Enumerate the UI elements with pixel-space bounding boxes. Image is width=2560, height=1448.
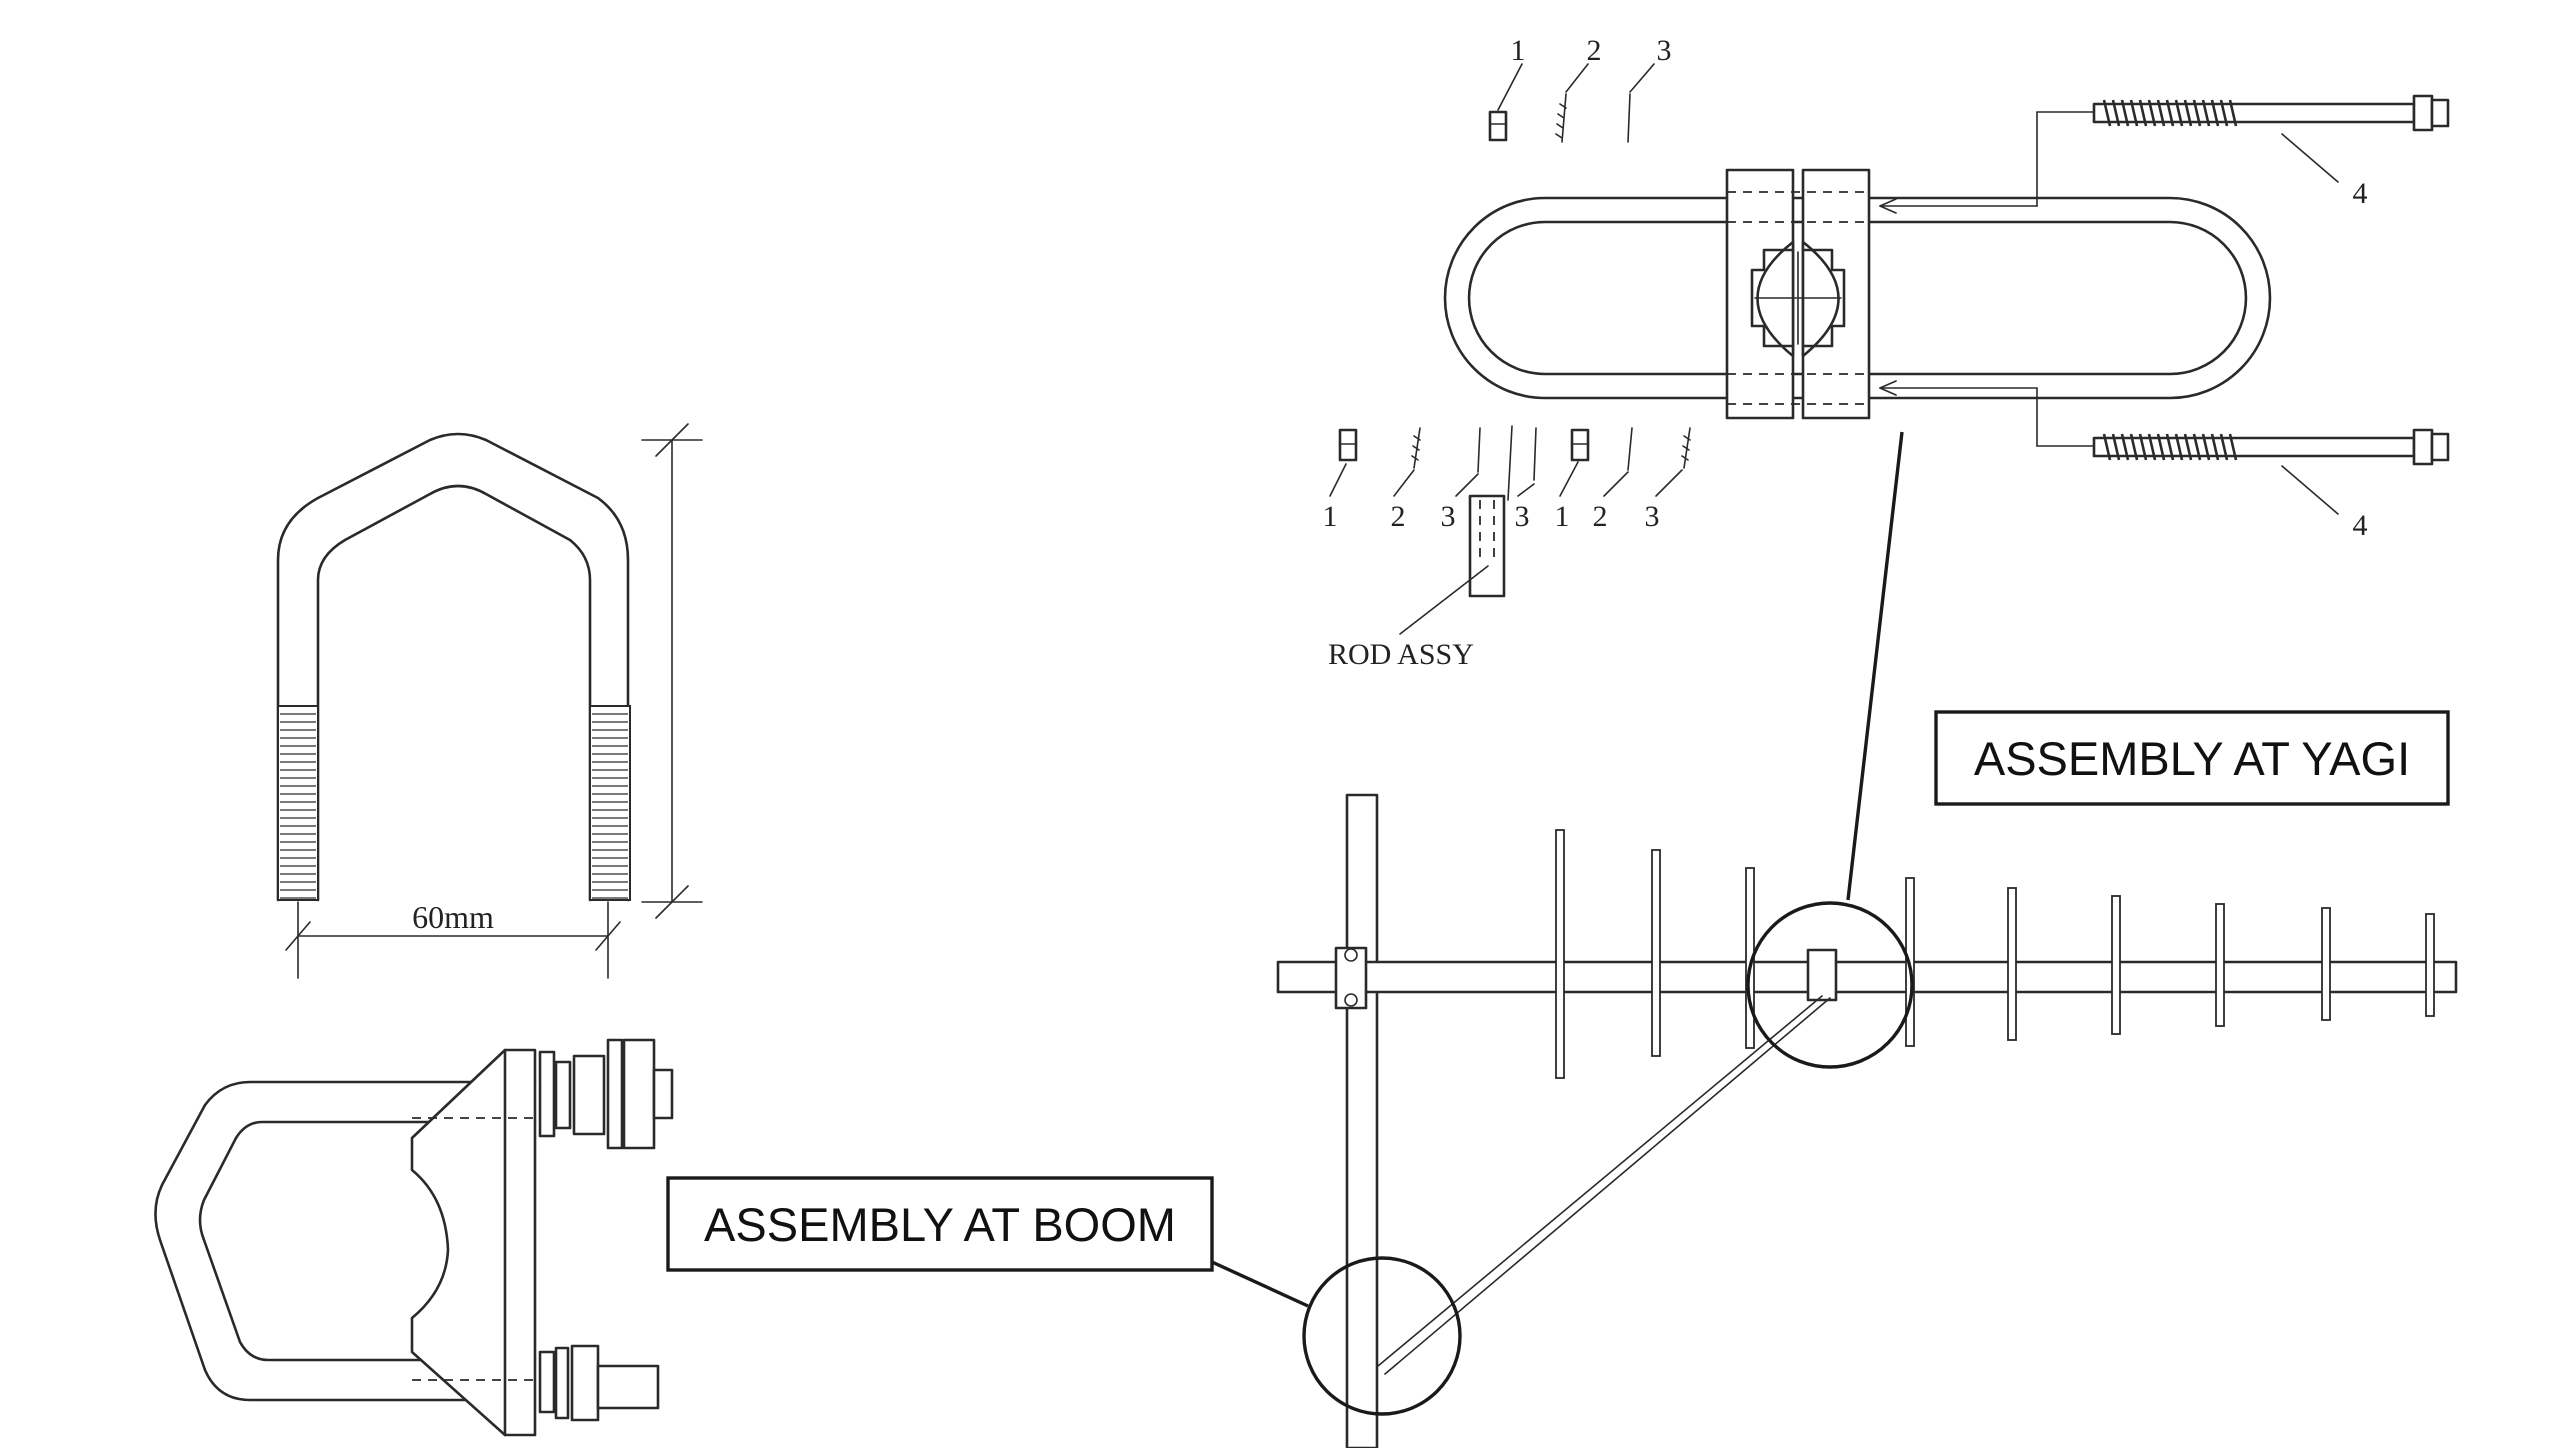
part-number-3-bottom-c: 3: [1645, 500, 1660, 533]
callout-yagi-label: ASSEMBLY AT YAGI: [1974, 732, 2410, 785]
yagi-element-7: [2215, 903, 2225, 1027]
part-number-1-bottom-b: 1: [1555, 500, 1570, 533]
part-number-1-bottom-a: 1: [1323, 500, 1338, 533]
bolt-lower: [2092, 428, 2450, 466]
callout-boom-label: ASSEMBLY AT BOOM: [704, 1198, 1176, 1251]
bolt-upper: [2092, 94, 2450, 132]
part-number-4-lower: 4: [2353, 509, 2368, 542]
yagi-element-8: [2321, 907, 2331, 1021]
yagi-element-5: [2007, 887, 2017, 1041]
u-bolt-thread-left: [277, 705, 319, 901]
part-number-2-top: 2: [1587, 34, 1602, 67]
yagi-elements: [1555, 829, 2435, 1079]
part-number-1-top: 1: [1511, 34, 1526, 67]
callout-yagi: ASSEMBLY AT YAGI: [1934, 710, 2450, 806]
u-bolt-thread-right: [589, 705, 631, 901]
yagi-element-2: [1651, 849, 1661, 1057]
part-number-3-bottom-b: 3: [1515, 500, 1530, 533]
rod-assy-label: ROD ASSY: [1328, 638, 1474, 671]
callout-boom: ASSEMBLY AT BOOM: [666, 1176, 1214, 1272]
part-number-2-bottom-b: 2: [1593, 500, 1608, 533]
part-number-3-bottom-a: 3: [1441, 500, 1456, 533]
part-number-4-upper: 4: [2353, 177, 2368, 210]
u-bolt-front-view: 60mm: [276, 423, 703, 979]
u-bolt-clamp-side-view: [154, 1038, 674, 1437]
yagi-exploded-assembly: [1329, 63, 2450, 635]
part-number-3-top: 3: [1657, 34, 1672, 67]
yagi-element-9: [2425, 913, 2435, 1017]
yagi-antenna-mounted: [1211, 431, 2458, 1448]
yagi-element-1: [1555, 829, 1565, 1079]
yagi-element-6: [2111, 895, 2121, 1035]
part-number-2-bottom-a: 2: [1391, 500, 1406, 533]
width-dimension-label: 60mm: [412, 899, 494, 935]
